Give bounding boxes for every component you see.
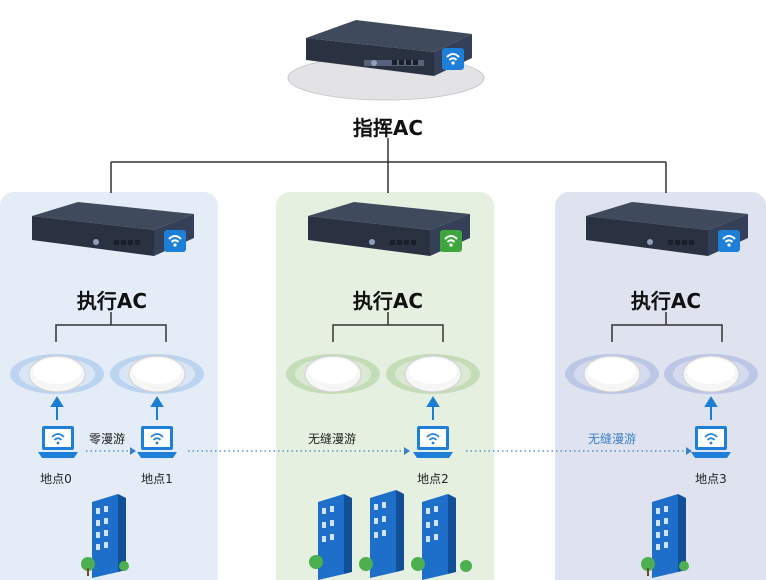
- wireless-ap-icon: [110, 354, 204, 394]
- wireless-ap-icon: [386, 354, 480, 394]
- laptop-wifi-icon: [38, 426, 78, 458]
- location-label-2: 地点2: [417, 472, 449, 486]
- exec-ac-label-2: 执行AC: [630, 289, 702, 313]
- ac-device-icon: [308, 202, 470, 256]
- office-building-icon: [81, 494, 129, 578]
- laptop-wifi-icon: [413, 426, 453, 458]
- exec-ac-label-0: 执行AC: [76, 289, 148, 313]
- office-building-icon: [641, 494, 689, 578]
- roam-label-2: 无缝漫游: [587, 432, 636, 446]
- ac-device-icon: [32, 202, 194, 256]
- wireless-ap-icon: [565, 354, 659, 394]
- roam-label-1: 无缝漫游: [307, 432, 356, 446]
- exec-ac-label-1: 执行AC: [352, 289, 424, 313]
- laptop-wifi-icon: [137, 426, 177, 458]
- location-label-1: 地点1: [141, 472, 173, 486]
- location-label-0: 地点0: [40, 472, 72, 486]
- wireless-ap-icon: [10, 354, 104, 394]
- location-label-3: 地点3: [695, 472, 727, 486]
- roam-label-0: 零漫游: [88, 432, 125, 446]
- office-building-icon: [309, 490, 472, 580]
- wireless-ap-icon: [664, 354, 758, 394]
- wireless-ap-icon: [286, 354, 380, 394]
- controller-label: 指挥AC: [352, 116, 424, 140]
- laptop-wifi-icon: [691, 426, 731, 458]
- ac-device-icon: [586, 202, 748, 256]
- ac-device-icon: [287, 20, 485, 101]
